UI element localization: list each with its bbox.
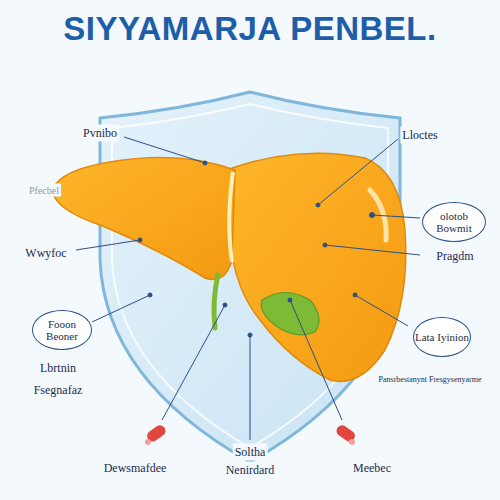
part-label: Pragdm xyxy=(434,248,475,265)
pill-icon xyxy=(334,423,357,445)
part-label: Pansrbestanynt Fresgysenyarme xyxy=(370,374,490,385)
part-label: Pfecbel xyxy=(27,184,61,197)
part-label: Soltha xyxy=(233,444,268,461)
oval-callout: olotob Bowmit xyxy=(422,202,486,242)
part-label: Dewsmafdee xyxy=(102,460,169,477)
part-label: Fsegnafaz xyxy=(32,382,85,399)
callout-text: Lata Iyinion xyxy=(415,331,469,343)
part-label: Meebec xyxy=(351,460,393,477)
part-label: Lloctes xyxy=(400,127,439,144)
liver-left-lobe xyxy=(52,158,235,280)
title: SIYYAMARJA PENBEL. xyxy=(0,10,500,48)
liver-right-lobe xyxy=(230,153,406,381)
part-label: Wwyfoc xyxy=(23,245,68,262)
oval-callout: Fooon Beoner xyxy=(32,310,92,349)
part-label: Nenirdard xyxy=(224,462,277,479)
oval-callout: Lata Iyinion xyxy=(413,317,471,356)
part-label: Lbrtnin xyxy=(38,360,78,377)
gallbladder xyxy=(261,293,319,335)
leader-lines xyxy=(76,137,420,440)
callout-text: Fooon Beoner xyxy=(33,318,91,342)
pill-icon xyxy=(145,423,168,445)
bile-duct xyxy=(214,275,218,328)
ligament xyxy=(229,172,233,262)
part-label: Pvnibo xyxy=(81,125,119,142)
callout-text: olotob Bowmit xyxy=(423,210,485,234)
